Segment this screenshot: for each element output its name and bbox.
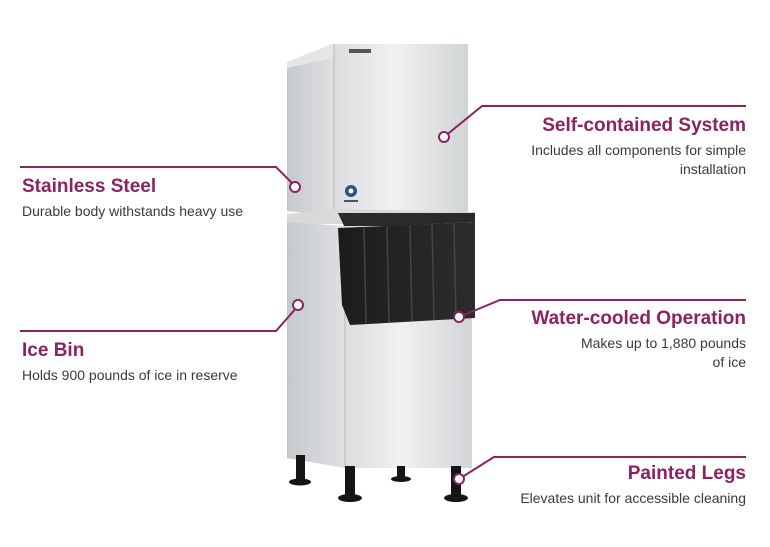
callout-stainless-steel: Stainless Steel Durable body withstands … (22, 176, 282, 221)
leader-line-ice-bin (20, 305, 299, 332)
callout-description: Makes up to 1,880 pounds of ice (580, 335, 746, 370)
leader-lines (20, 105, 746, 480)
callout-description: Includes all components for simple insta… (531, 142, 746, 177)
callout-title: Painted Legs (627, 463, 746, 484)
nameplate-icon (349, 49, 371, 53)
leader-line-water-cooled (458, 299, 746, 318)
ice-bin-door (338, 222, 475, 325)
callout-title: Self-contained System (542, 115, 746, 136)
callout-painted-legs: Painted Legs Elevates unit for accessibl… (486, 463, 746, 508)
callout-description: Durable body withstands heavy use (22, 203, 244, 219)
callout-title: Water-cooled Operation (531, 308, 746, 329)
leader-line-self-contained (443, 105, 746, 138)
callout-self-contained: Self-contained System Includes all compo… (486, 115, 746, 179)
dot-ice-bin (292, 299, 304, 311)
dot-self-contained (438, 131, 450, 143)
callout-title: Ice Bin (22, 340, 85, 361)
ice-bin-top (287, 209, 475, 228)
leader-line-stainless-steel (20, 166, 296, 187)
callout-title: Stainless Steel (22, 176, 157, 197)
callout-water-cooled: Water-cooled Operation Makes up to 1,880… (506, 308, 746, 372)
leader-dots (289, 131, 465, 485)
dot-water-cooled (453, 311, 465, 323)
leader-line-painted-legs (458, 456, 746, 480)
dot-stainless-steel (289, 181, 301, 193)
ice-machine-head (287, 44, 468, 216)
callout-description: Elevates unit for accessible cleaning (520, 490, 746, 506)
callout-ice-bin: Ice Bin Holds 900 pounds of ice in reser… (22, 340, 282, 385)
dot-painted-legs (453, 473, 465, 485)
callout-description: Holds 900 pounds of ice in reserve (22, 367, 238, 383)
